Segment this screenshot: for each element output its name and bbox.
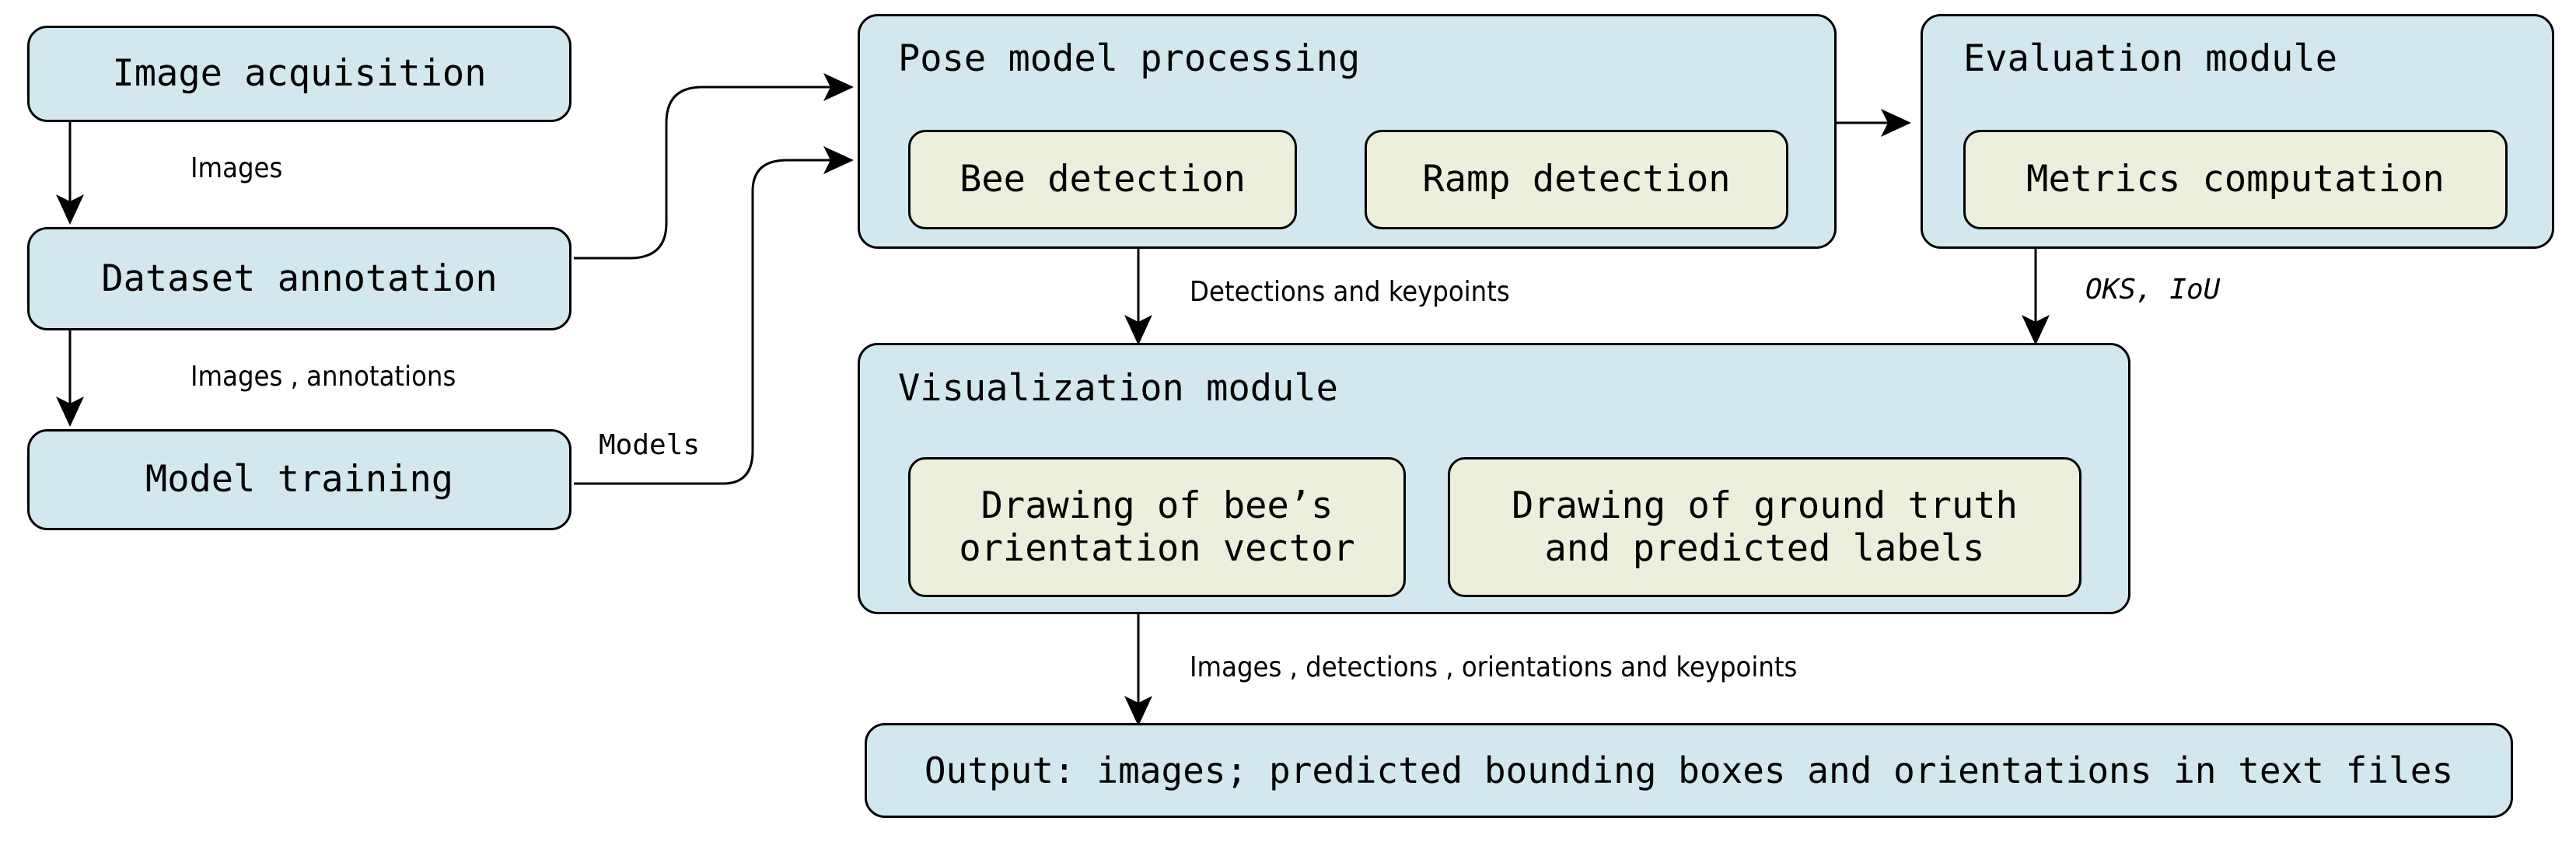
- node-metrics-computation-label: Metrics computation: [2026, 158, 2445, 201]
- node-output[interactable]: Output: images; predicted bounding boxes…: [865, 723, 2513, 818]
- node-dataset-annotation[interactable]: Dataset annotation: [27, 227, 571, 330]
- node-ramp-detection-label: Ramp detection: [1422, 158, 1731, 201]
- node-ramp-detection[interactable]: Ramp detection: [1365, 130, 1788, 229]
- node-gt-predicted-labels-line2: and predicted labels: [1544, 527, 1985, 570]
- group-evaluation-module-title: Evaluation module: [1963, 37, 2338, 80]
- node-output-label: Output: images; predicted bounding boxes…: [924, 749, 2454, 791]
- edge-label-images: Images: [190, 152, 283, 184]
- node-dataset-annotation-label: Dataset annotation: [101, 257, 498, 300]
- edge-label-images-annotations: Images , annotations: [190, 361, 456, 393]
- node-orientation-vector-line1: Drawing of bee’s: [980, 484, 1333, 527]
- node-orientation-vector[interactable]: Drawing of bee’s orientation vector: [908, 457, 1406, 597]
- group-visualization-module-title: Visualization module: [898, 367, 1338, 410]
- node-orientation-vector-line2: orientation vector: [959, 527, 1355, 570]
- edge-label-models: Models: [599, 429, 701, 461]
- edge-label-oks-iou: OKS, IoU: [2085, 274, 2221, 306]
- node-bee-detection[interactable]: Bee detection: [908, 130, 1297, 229]
- node-gt-predicted-labels-line1: Drawing of ground truth: [1512, 484, 2018, 527]
- node-metrics-computation[interactable]: Metrics computation: [1963, 130, 2508, 229]
- edge-annotations-to-pose: [574, 73, 854, 260]
- node-bee-detection-label: Bee detection: [959, 158, 1246, 201]
- node-image-acquisition[interactable]: Image acquisition: [27, 26, 571, 122]
- node-model-training-label: Model training: [145, 458, 454, 501]
- edge-label-images-detections-orientations-keypoints: Images , detections , orientations and k…: [1190, 652, 1798, 683]
- node-image-acquisition-label: Image acquisition: [112, 52, 487, 96]
- node-model-training[interactable]: Model training: [27, 429, 571, 530]
- edge-label-detections-keypoints: Detections and keypoints: [1190, 276, 1510, 308]
- node-gt-predicted-labels[interactable]: Drawing of ground truth and predicted la…: [1448, 457, 2081, 597]
- edge-models-to-pose: [574, 146, 854, 485]
- group-pose-model-processing-title: Pose model processing: [898, 37, 1361, 80]
